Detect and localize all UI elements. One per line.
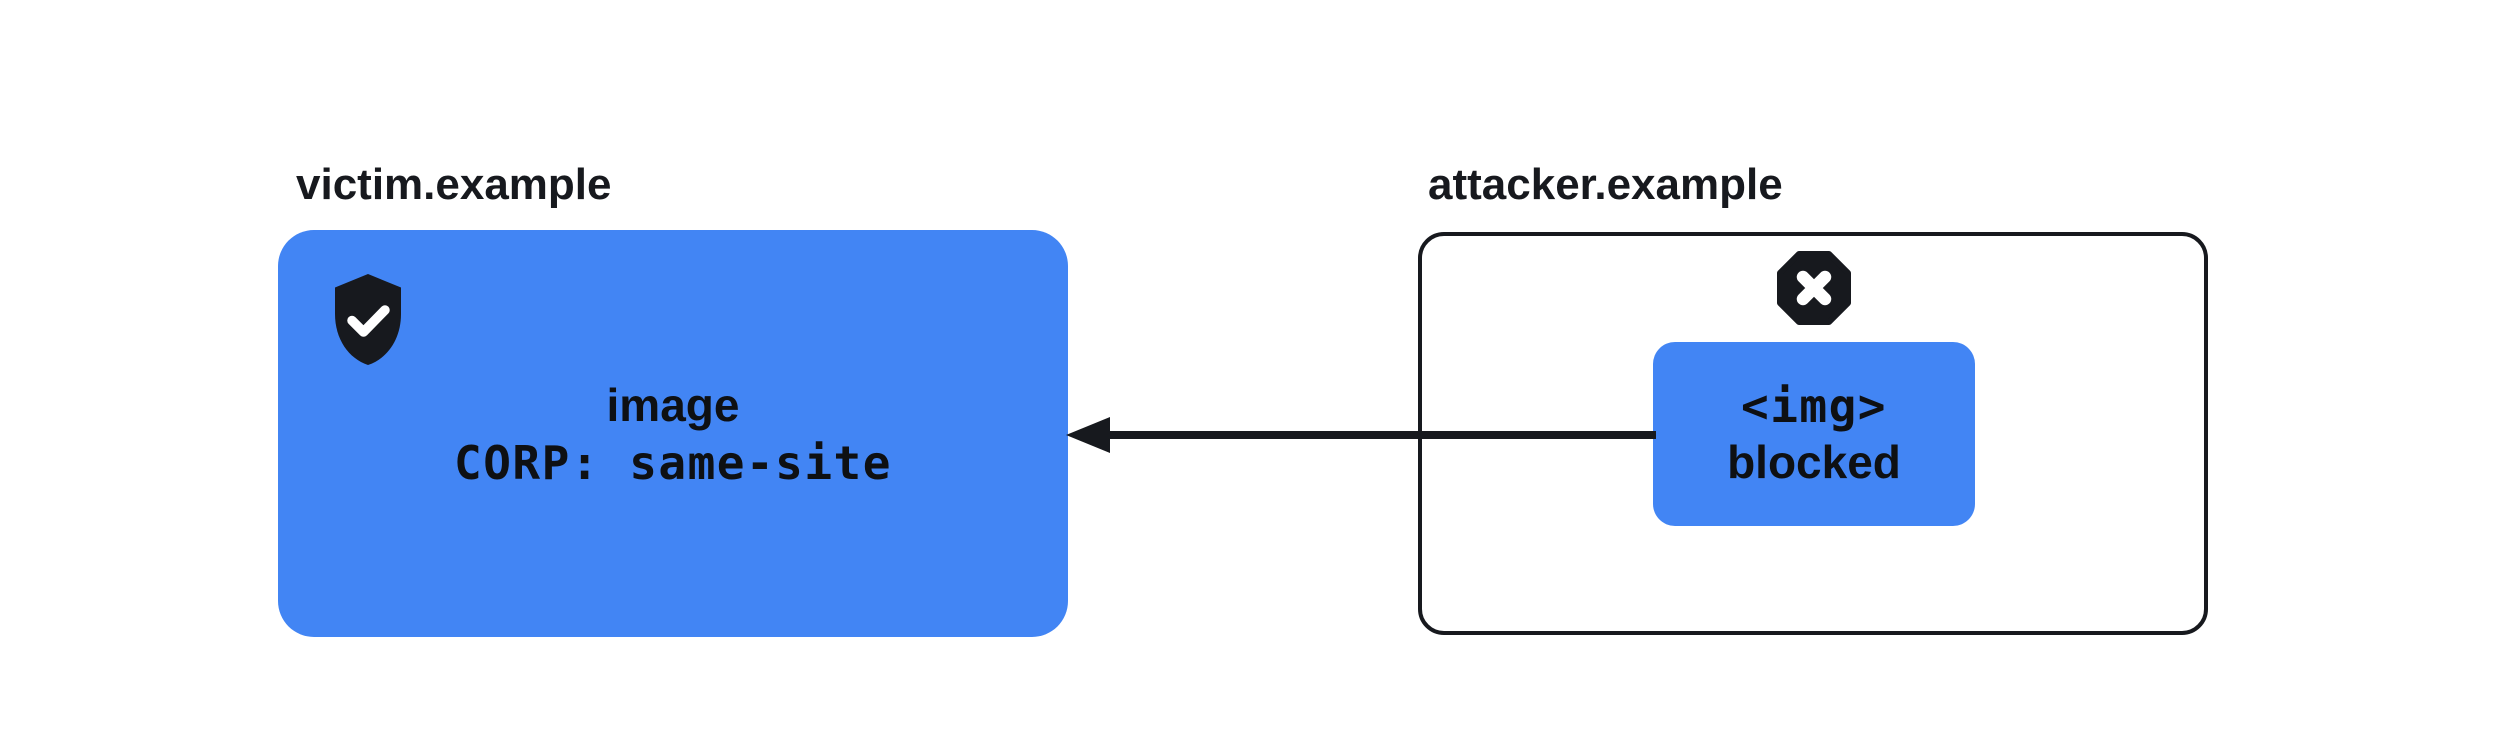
blocked-octagon-icon: [1776, 250, 1852, 326]
img-request-box: <img> blocked: [1653, 342, 1975, 526]
shield-check-icon: [328, 272, 408, 367]
victim-domain-label: victim.example: [296, 160, 612, 209]
corp-header-label: CORP: same-site: [454, 435, 892, 490]
attacker-domain-label: attacker.example: [1428, 160, 1783, 209]
victim-resource-text: image CORP: same-site: [454, 376, 892, 492]
victim-resource-box: image CORP: same-site: [278, 230, 1068, 637]
attacker-page-frame: <img> blocked: [1418, 232, 2208, 635]
request-arrow: [1066, 417, 1656, 453]
blocked-label: blocked: [1727, 436, 1901, 488]
img-tag-label: <img>: [1741, 379, 1887, 433]
resource-type-label: image: [606, 378, 740, 431]
